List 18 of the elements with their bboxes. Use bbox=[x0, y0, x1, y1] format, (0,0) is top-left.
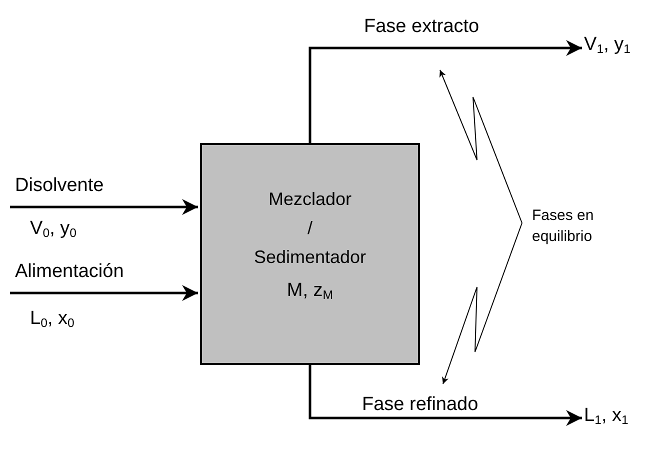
flow-arrow bbox=[308, 40, 582, 143]
flow-arrow bbox=[308, 365, 582, 426]
flow-arrow bbox=[10, 199, 198, 215]
mixer-settler-box bbox=[200, 143, 420, 365]
stream-variable: V$_{0}$, y$_{0}$ bbox=[30, 218, 76, 240]
stream-variable: M, z$_{M}$ bbox=[286, 280, 334, 302]
edge-label: Disolvente bbox=[15, 175, 104, 197]
flow-arrow bbox=[10, 285, 198, 301]
stream-variable: L$_{0}$, x$_{0}$ bbox=[30, 308, 74, 330]
stream-variable: V$_{1}$, y$_{1}$ bbox=[584, 34, 630, 56]
leader-arrow bbox=[439, 70, 522, 224]
edge-label: Alimentación bbox=[15, 261, 124, 283]
unit-name: Mezclador / Sedimentador bbox=[252, 188, 368, 269]
edge-label: Fase extracto bbox=[364, 16, 480, 38]
leader-arrow bbox=[442, 222, 522, 384]
edge-label: Fase refinado bbox=[362, 394, 478, 416]
stream-variable: L$_{1}$, x$_{1}$ bbox=[584, 405, 628, 427]
annotation-text: Fases en equilibrio bbox=[532, 206, 595, 247]
